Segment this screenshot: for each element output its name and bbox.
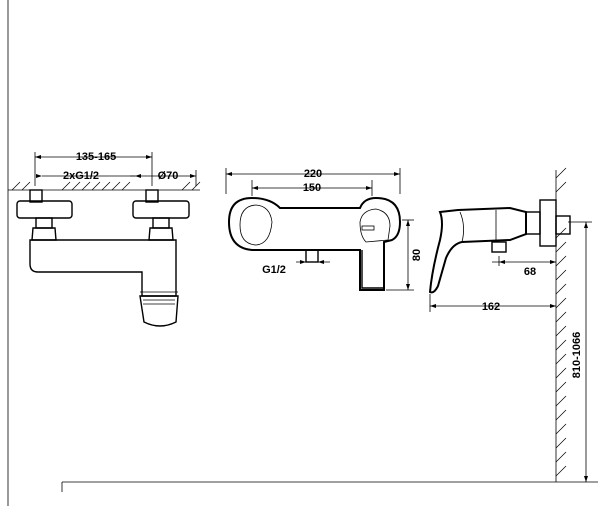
plan-body: [227, 196, 402, 291]
dim-inlet-threads: 2xG1/2: [36, 170, 141, 182]
label-escutcheon-dia: Ø70: [158, 170, 179, 182]
dim-install-height: 810-1066: [568, 221, 592, 482]
label-projection: 162: [482, 301, 500, 313]
label-body-length: 220: [304, 168, 322, 180]
page-frame: [7, 0, 598, 506]
plan-view: 220 150 G1/2: [225, 168, 423, 291]
dim-height: 80: [386, 219, 423, 291]
label-outlet-offset: 68: [524, 266, 536, 278]
side-view: 68 162 810-1066: [428, 167, 592, 482]
dim-outlet-offset: 68: [492, 256, 556, 278]
front-body: [29, 239, 179, 327]
dim-outlet-thread: G1/2: [262, 260, 330, 276]
left-inlet: [16, 189, 73, 241]
label-front-spacing: 135-165: [76, 151, 116, 163]
dim-body-length: 220: [225, 168, 401, 194]
front-view: 135-165 2xG1/2 Ø70: [8, 151, 201, 327]
right-inlet: [132, 189, 190, 241]
dim-inlet-center: 150: [251, 180, 373, 196]
dim-projection: 162: [429, 294, 556, 313]
wall-hatch-side: [555, 167, 567, 482]
dim-escutcheon: Ø70: [130, 170, 197, 186]
side-escutcheon: [525, 199, 571, 247]
label-install-height: 810-1066: [571, 332, 583, 379]
label-inlet-center: 150: [303, 182, 321, 194]
label-outlet-thread: G1/2: [262, 264, 286, 276]
label-inlet-threads: 2xG1/2: [63, 170, 99, 182]
wall-hatch-front: [8, 181, 201, 191]
label-height: 80: [411, 249, 423, 261]
dim-front-spacing: 135-165: [34, 151, 153, 186]
side-body: [428, 206, 527, 294]
